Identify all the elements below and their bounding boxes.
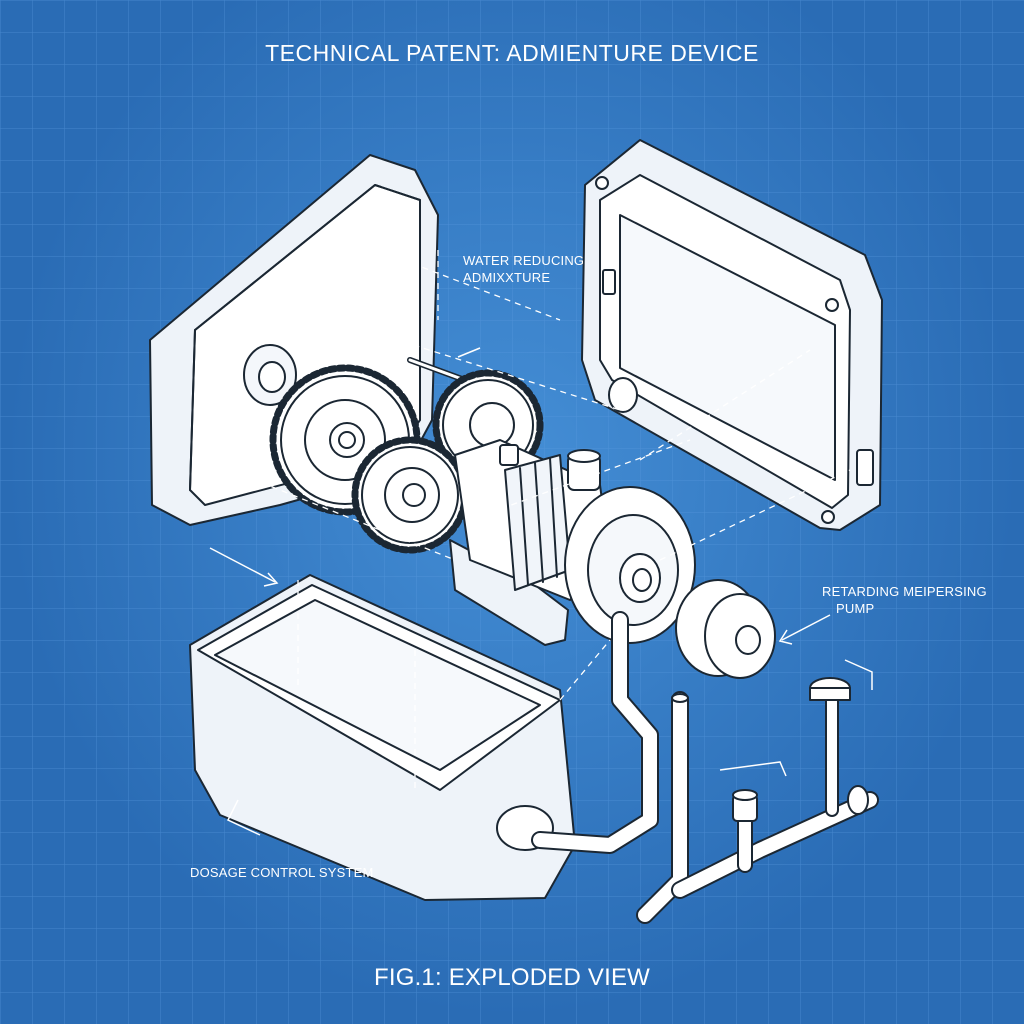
dosage-label: DOSAGE CONTROL SYSTEM bbox=[190, 865, 374, 880]
figure-caption: FIG.1: EXPLODED VIEW bbox=[373, 964, 651, 991]
gear-small bbox=[351, 436, 469, 554]
pump-body bbox=[449, 439, 696, 646]
page-title: TECHNICAL PATENT: ADMIENTURE DEVICE bbox=[265, 40, 759, 66]
assembly-lines bbox=[199, 231, 851, 790]
leader-arrows bbox=[209, 347, 873, 836]
pump-label-line2: PUMP bbox=[836, 601, 875, 616]
admixture-label-line2: ADMIXXTURE bbox=[463, 270, 551, 285]
pump-label: RETARDING MEIPERSING PUMP bbox=[822, 583, 987, 617]
right-housing bbox=[581, 139, 883, 531]
admixture-label-line1: WATER REDUCING bbox=[463, 253, 585, 268]
pump-label-line1: RETARDING MEIPERSING bbox=[822, 584, 987, 599]
valves bbox=[671, 677, 869, 822]
tank bbox=[189, 574, 576, 901]
pump-end-cap bbox=[675, 579, 776, 679]
admixture-label: WATER REDUCING ADMIXXTURE bbox=[463, 252, 584, 286]
